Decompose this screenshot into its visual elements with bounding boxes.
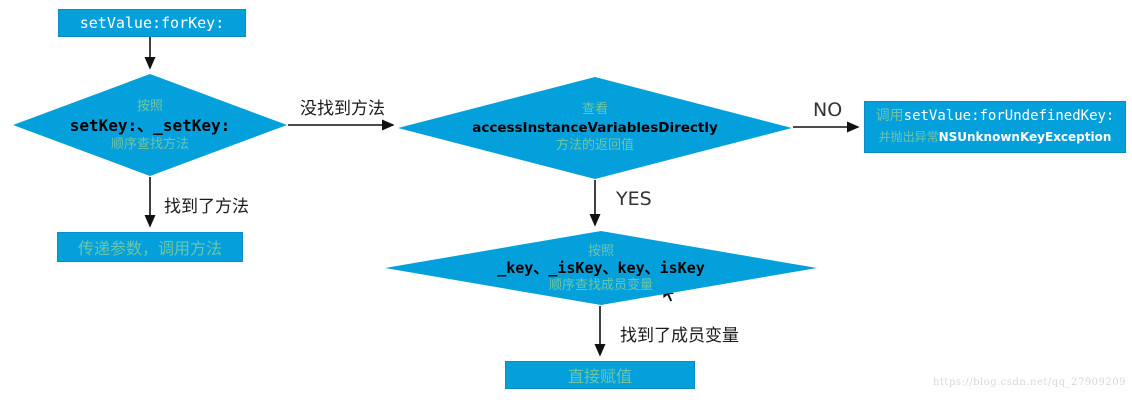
exception-line2: 并抛出异常NSUnknownKeyException [879,127,1112,148]
decision-method-line2: setKey:、_setKey: [69,115,231,135]
decision-ivar-search: 按照 _key、_isKey、key、isKey 顺序查找成员变量 [385,231,817,305]
exception-line2-prefix: 并抛出异常 [878,130,939,144]
exception-line1-code: setValue:forUndefinedKey: [903,108,1115,124]
decision-ivar-line2: _key、_isKey、key、isKey [497,258,705,277]
decision-method-line3: 顺序查找方法 [110,136,189,152]
decision-access-line3: 方法的返回值 [555,138,634,153]
decision-method-search: 按照 setKey:、_setKey: 顺序查找方法 [13,74,287,176]
edge-label-no: NO [813,99,843,121]
decision-method-line1: 按照 [136,98,163,114]
decision-ivar-line3: 顺序查找成员变量 [548,277,653,293]
exception-line1: 调用setValue:forUndefinedKey: [876,106,1115,127]
start-node-label: setValue:forKey: [79,14,225,32]
decision-access-ivar-directly: 查看 accessInstanceVariablesDirectly 方法的返回… [398,77,792,179]
invoke-method-node: 传递参数，调用方法 [57,232,243,262]
edge-label-ivar-found: 找到了成员变量 [620,326,739,346]
watermark-url: https://blog.csdn.net/qq_27909209 [932,377,1126,388]
exception-line1-prefix: 调用 [875,108,904,124]
edge-label-method-not-found: 没找到方法 [300,99,385,119]
edge-label-method-found: 找到了方法 [164,197,249,217]
edge-label-yes: YES [616,188,652,210]
decision-access-line2: accessInstanceVariablesDirectly [472,120,718,136]
decision-ivar-line1: 按照 [587,243,614,259]
assign-value-node: 直接赋值 [505,361,695,389]
exception-line2-code: NSUnknownKeyException [938,130,1112,144]
exception-node: 调用setValue:forUndefinedKey: 并抛出异常NSUnkno… [864,101,1126,153]
decision-access-line1: 查看 [581,102,608,117]
start-node: setValue:forKey: [58,9,246,37]
